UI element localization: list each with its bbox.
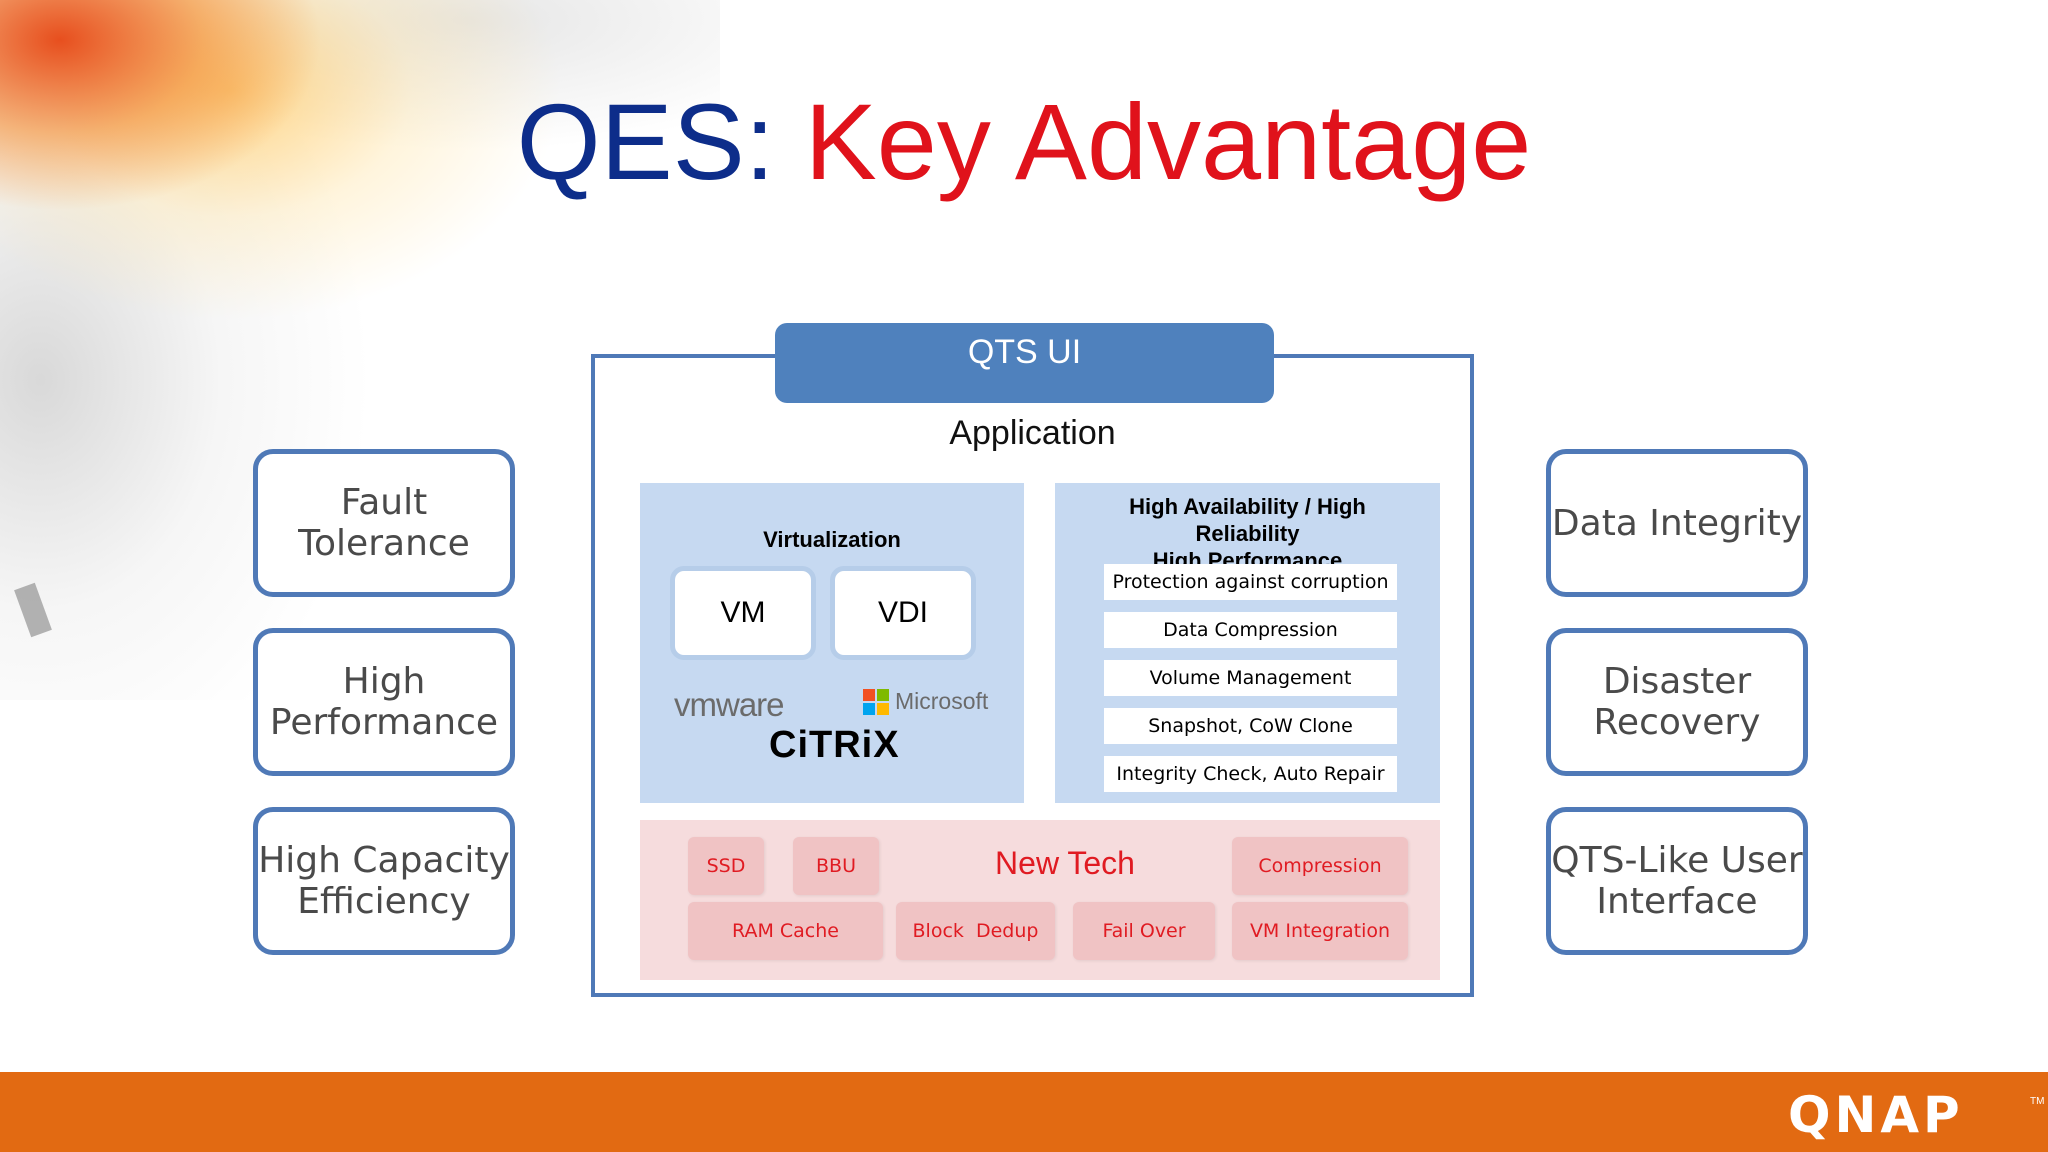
trademark-mark: TM xyxy=(2030,1096,2045,1107)
ha-title-line: Reliability xyxy=(1195,521,1300,546)
right-box-label: QTS-Like User Interface xyxy=(1551,840,1803,922)
citrix-logo: CiTRiX xyxy=(769,724,900,766)
microsoft-windows-icon xyxy=(863,688,889,715)
left-box-high-capacity-efficiency: High Capacity Efficiency xyxy=(253,807,515,955)
ha-title-line: High Availability / High xyxy=(1129,494,1366,519)
title-main: Key Advantage xyxy=(804,81,1532,202)
microsoft-logo-text: Microsoft xyxy=(895,688,989,714)
virtualization-title: Virtualization xyxy=(763,527,901,552)
title-prefix: QES: xyxy=(516,81,775,202)
left-box-fault-tolerance: Fault Tolerance xyxy=(253,449,515,597)
right-box-label: Disaster Recovery xyxy=(1593,661,1761,743)
right-box-qts-like-ui: QTS-Like User Interface xyxy=(1546,807,1808,955)
tech-block-dedup: Block Dedup xyxy=(896,902,1055,960)
tech-compression: Compression xyxy=(1232,837,1408,895)
tech-ram-cache: RAM Cache xyxy=(688,902,883,960)
new-tech-label: New Tech xyxy=(995,845,1135,881)
tech-ssd: SSD xyxy=(688,837,764,895)
ha-item-volume-management: Volume Management xyxy=(1104,660,1397,696)
slide-title: QES: Key Advantage xyxy=(0,82,2048,202)
vm-label: VM xyxy=(720,596,766,629)
left-box-label: High Performance xyxy=(269,661,499,743)
vdi-label: VDI xyxy=(877,596,928,629)
right-box-data-integrity: Data Integrity xyxy=(1546,449,1808,597)
microsoft-logo: Microsoft xyxy=(863,688,988,715)
vm-box: VM xyxy=(670,566,816,660)
qnap-logo: QNAP xyxy=(1788,1086,1964,1144)
ha-item-integrity-check: Integrity Check, Auto Repair xyxy=(1104,756,1397,792)
background-shard xyxy=(14,582,52,638)
qts-ui-tab: QTS UI xyxy=(775,323,1274,403)
tech-bbu: BBU xyxy=(793,837,879,895)
high-availability-title: High Availability / High Reliability Hig… xyxy=(1055,493,1440,574)
right-box-disaster-recovery: Disaster Recovery xyxy=(1546,628,1808,776)
left-box-label: High Capacity Efficiency xyxy=(258,840,510,922)
vdi-box: VDI xyxy=(830,566,976,660)
ha-item-data-compression: Data Compression xyxy=(1104,612,1397,648)
left-box-label: Fault Tolerance xyxy=(298,482,470,564)
vmware-logo: vmware xyxy=(674,686,785,723)
left-box-high-performance: High Performance xyxy=(253,628,515,776)
application-label: Application xyxy=(949,414,1116,452)
footer-bar xyxy=(0,1072,2048,1152)
tech-fail-over: Fail Over xyxy=(1073,902,1215,960)
ha-item-snapshot: Snapshot, CoW Clone xyxy=(1104,708,1397,744)
ha-item-protection: Protection against corruption xyxy=(1104,564,1397,600)
right-box-label: Data Integrity xyxy=(1551,502,1803,544)
tech-vm-integration: VM Integration xyxy=(1232,902,1408,960)
